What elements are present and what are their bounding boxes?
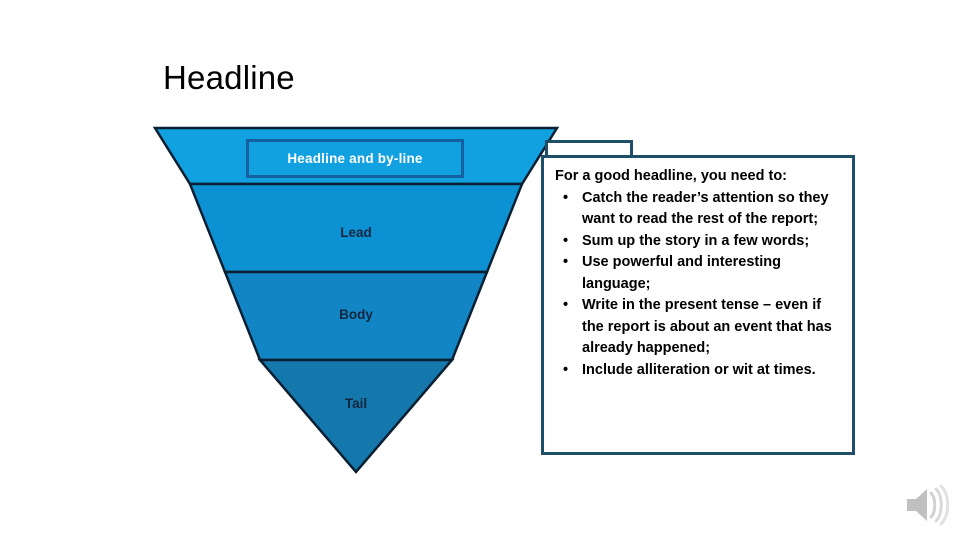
bullet-glyph-icon: • — [563, 232, 569, 249]
inverted-pyramid-graphic[interactable] — [150, 122, 564, 478]
headline-byline-label: Headline and by-line — [287, 151, 423, 166]
tips-bullet-item: • Sum up the story in a few words; — [553, 231, 843, 253]
bullet-glyph-icon: • — [563, 254, 569, 270]
tips-bullet-list: • Catch the reader’s attention so they w… — [553, 188, 843, 382]
bullet-glyph-icon: • — [563, 189, 569, 206]
bullet-glyph-icon: • — [563, 361, 569, 378]
tips-bullet-item: • Write in the present tense – even if t… — [553, 295, 843, 360]
tips-bullet-text: Catch the reader’s attention so they wan… — [582, 189, 829, 228]
speaker-audio-icon[interactable] — [903, 483, 949, 527]
headline-byline-callout[interactable]: Headline and by-line — [246, 139, 464, 178]
bullet-glyph-icon: • — [563, 297, 569, 313]
tips-bullet-text: Write in the present tense – even if the… — [582, 297, 832, 356]
pyramid-label-lead: Lead — [340, 225, 372, 240]
tips-bullet-text: Include alliteration or wit at times. — [582, 361, 816, 378]
tips-bullet-text: Sum up the story in a few words; — [582, 232, 810, 249]
tips-bullet-text: Use powerful and interesting language; — [582, 254, 781, 292]
tips-bullet-item: • Include alliteration or wit at times. — [553, 360, 843, 382]
tips-text-box[interactable]: For a good headline, you need to: • Catc… — [541, 155, 855, 455]
tips-bullet-item: • Use powerful and interesting language; — [553, 252, 843, 295]
page-title: Headline — [163, 59, 295, 96]
pyramid-label-tail: Tail — [344, 396, 368, 411]
tips-intro-text: For a good headline, you need to: — [555, 168, 788, 184]
pyramid-label-body: Body — [339, 307, 373, 322]
tips-bullet-item: • Catch the reader’s attention so they w… — [553, 188, 843, 231]
pyramid-band-4 — [257, 358, 455, 474]
